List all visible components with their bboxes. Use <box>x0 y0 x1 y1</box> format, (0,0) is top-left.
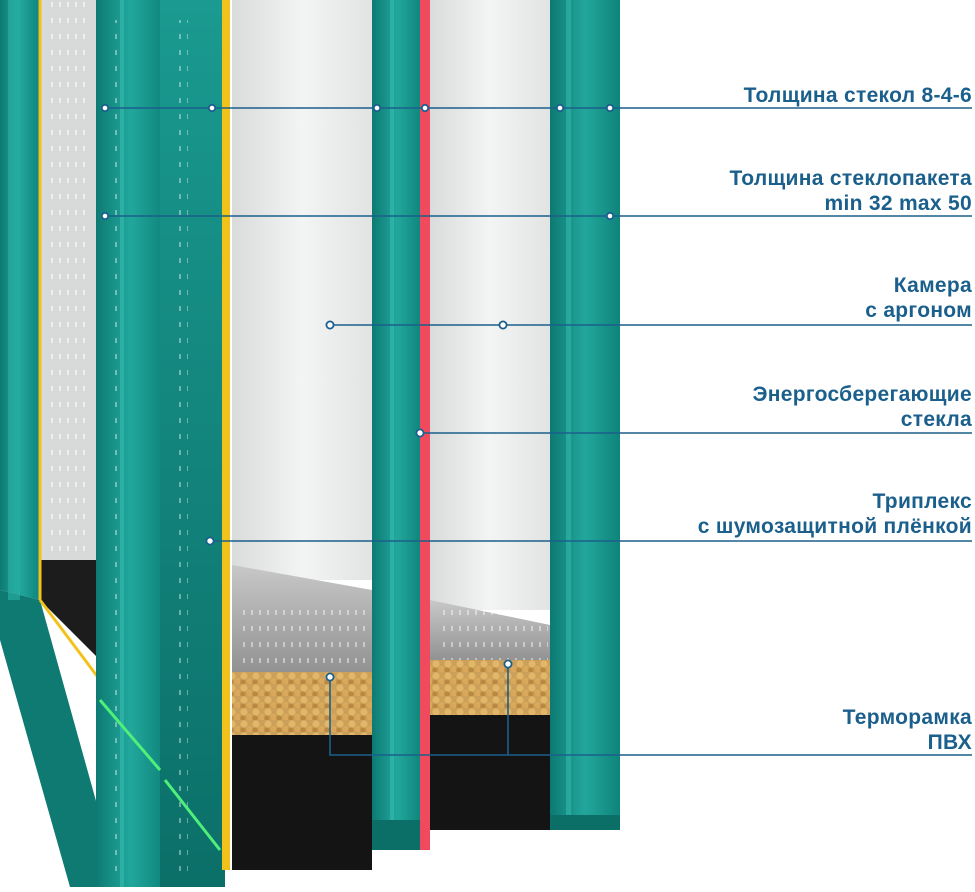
outer-glass-pane <box>0 0 120 887</box>
inner-pane-left <box>38 0 102 681</box>
label-argon-chamber-line-1: Камера <box>893 274 972 297</box>
label-unit-thickness: Толщина стеклопакета min 32 max 50 <box>729 166 972 216</box>
marker-glass-3 <box>372 103 382 113</box>
triplex-glass <box>96 0 225 887</box>
label-energy-saving-line-1: Энергосберегающие <box>752 383 972 406</box>
label-argon-chamber-line-2: с аргоном <box>865 299 972 322</box>
label-energy-saving: Энергосберегающие стекла <box>753 382 972 432</box>
marker-unit-right <box>605 211 615 221</box>
label-thermal-frame: Терморамка ПВХ <box>843 705 972 755</box>
label-thermal-frame-line-2: ПВХ <box>927 731 972 754</box>
marker-glass-4 <box>420 103 430 113</box>
label-triplex-line-1: Триплекс <box>872 490 972 513</box>
marker-glass-1 <box>100 103 110 113</box>
marker-glass-6 <box>605 103 615 113</box>
marker-glass-5 <box>555 103 565 113</box>
label-energy-saving-line-2: стекла <box>900 408 972 431</box>
argon-chamber-2 <box>430 0 550 830</box>
callout-line-frame-1 <box>329 677 972 756</box>
red-spacer-edge <box>420 0 430 850</box>
label-argon-chamber: Камера с аргоном <box>865 273 972 323</box>
label-glass-thickness: Толщина стекол 8-4-6 <box>744 83 972 108</box>
marker-unit-left <box>100 211 110 221</box>
label-glass-thickness-line-1: Толщина стекол 8-4-6 <box>743 84 972 107</box>
marker-frame-2 <box>503 659 513 669</box>
front-glass <box>550 0 620 830</box>
label-unit-thickness-line-1: Толщина стеклопакета <box>729 167 972 190</box>
yellow-spacer-edge <box>222 0 230 870</box>
marker-argon-1 <box>325 320 335 330</box>
label-triplex: Триплекс с шумозащитной плёнкой <box>698 489 972 539</box>
marker-frame-1 <box>325 672 335 682</box>
middle-glass <box>372 0 422 850</box>
label-unit-thickness-line-2: min 32 max 50 <box>824 192 972 215</box>
marker-energy <box>415 428 425 438</box>
marker-triplex <box>205 536 215 546</box>
argon-chamber-1 <box>232 0 372 870</box>
label-triplex-line-2: с шумозащитной плёнкой <box>697 515 972 538</box>
callout-markers <box>100 103 615 682</box>
marker-argon-2 <box>498 320 508 330</box>
marker-glass-2 <box>207 103 217 113</box>
label-thermal-frame-line-1: Терморамка <box>842 706 972 729</box>
callout-lines <box>105 107 972 756</box>
